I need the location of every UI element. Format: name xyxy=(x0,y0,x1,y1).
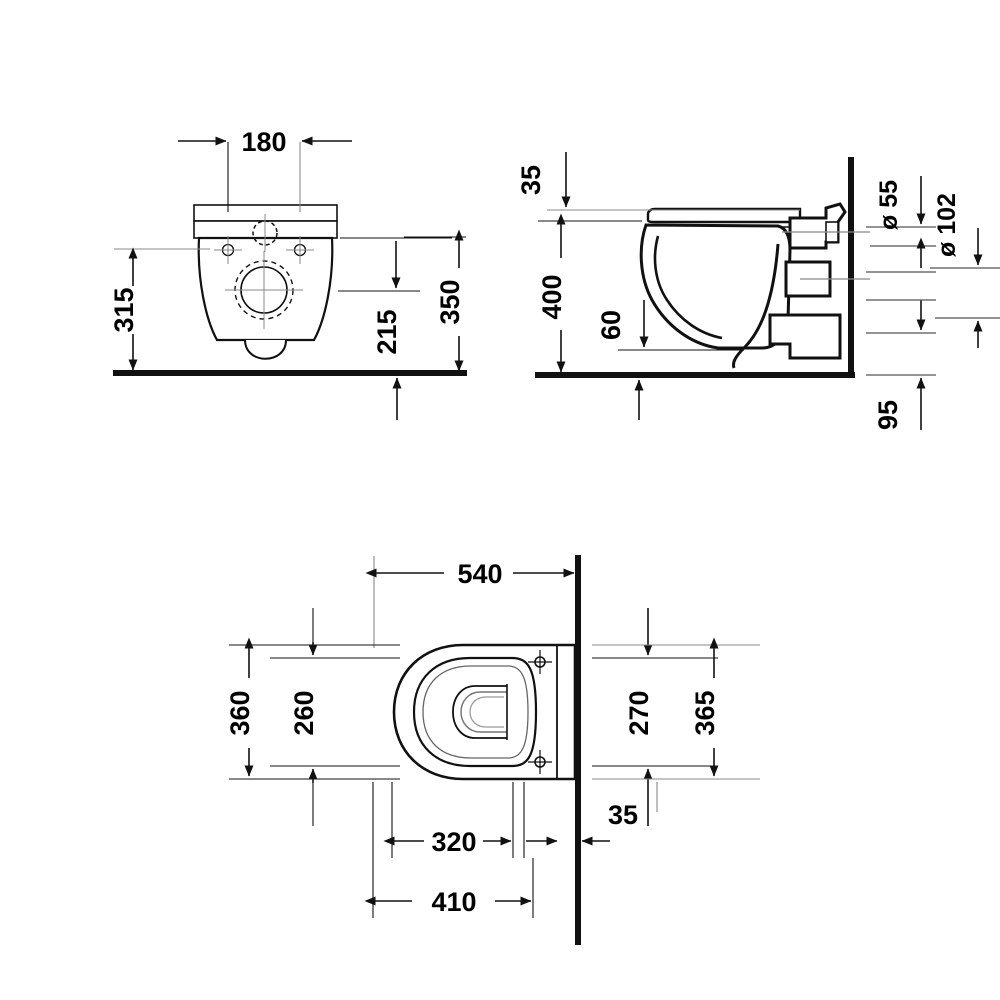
plan-dim-320: 320 xyxy=(383,782,558,858)
side-dim-label-35: 35 xyxy=(516,165,546,195)
front-dim-label-350: 350 xyxy=(435,279,465,324)
side-dim-95: 95 xyxy=(866,374,936,430)
plan-fixing-bolt-bottom xyxy=(528,750,552,774)
side-dim-400: 400 xyxy=(537,213,642,373)
front-bowl-body xyxy=(197,236,334,342)
plan-dim-label-540: 540 xyxy=(457,559,502,589)
side-dim-60: 60 xyxy=(596,300,744,351)
plan-dim-label-260: 260 xyxy=(289,690,319,735)
plan-flush-arcs xyxy=(452,684,508,740)
front-dim-label-215: 215 xyxy=(372,309,402,354)
plan-seat-opening xyxy=(412,656,538,768)
side-dim-d102: ø 102 xyxy=(930,193,1000,348)
plan-dim-540: 540 xyxy=(365,556,575,648)
plan-view-group: 540 360 260 270 xyxy=(225,555,760,945)
plan-dim-label-270: 270 xyxy=(624,690,654,735)
side-dim-label-60: 60 xyxy=(596,310,626,340)
front-toilet-outline xyxy=(193,204,338,360)
front-dim-label-315: 315 xyxy=(109,287,139,332)
side-dim-d55-span xyxy=(866,237,936,334)
plan-dim-410: 410 xyxy=(364,782,534,918)
side-dim-label-d102: ø 102 xyxy=(933,193,961,257)
front-fixing-bolt-left xyxy=(214,236,242,264)
side-view-group: 35 400 60 ø 55 ø 102 xyxy=(516,152,1000,430)
plan-seat-rim-echo xyxy=(422,665,529,759)
side-dim-label-95: 95 xyxy=(873,400,903,430)
side-waste-outlet-connector xyxy=(768,313,842,360)
side-dim-label-400: 400 xyxy=(537,274,567,319)
side-dim-label-d55: ø 55 xyxy=(875,180,903,230)
plan-fixing-bolt-top xyxy=(528,650,552,674)
front-dim-215: 215 xyxy=(338,237,452,355)
front-dim-label-180: 180 xyxy=(241,127,286,157)
front-dim-315: 315 xyxy=(109,247,210,371)
plan-dim-label-410: 410 xyxy=(431,887,476,917)
plan-dim-35: 35 xyxy=(581,782,658,846)
plan-dim-365: 365 xyxy=(592,637,760,780)
side-bowl-inner-line xyxy=(653,235,723,340)
plan-dim-label-365: 365 xyxy=(690,690,720,735)
plan-dim-label-360: 360 xyxy=(225,690,255,735)
front-dim-180: 180 xyxy=(178,127,352,212)
front-waste-outlet-circles xyxy=(225,251,303,329)
side-dim-35: 35 xyxy=(516,152,800,211)
side-mid-bracket xyxy=(784,260,870,298)
side-dim-d55: ø 55 xyxy=(866,176,936,247)
side-seat-lid xyxy=(646,207,802,224)
side-water-inlet-connector xyxy=(782,202,870,250)
front-fixing-bolt-right xyxy=(286,236,314,264)
plan-dim-label-35: 35 xyxy=(608,800,638,830)
front-bowl-nose xyxy=(244,339,287,360)
plan-dim-260: 260 xyxy=(270,608,400,826)
plan-dim-label-320: 320 xyxy=(431,827,476,857)
front-view-group: 180 315 215 350 xyxy=(109,127,467,420)
front-dim-350: 350 xyxy=(404,229,466,372)
side-trap-curve xyxy=(732,243,780,369)
